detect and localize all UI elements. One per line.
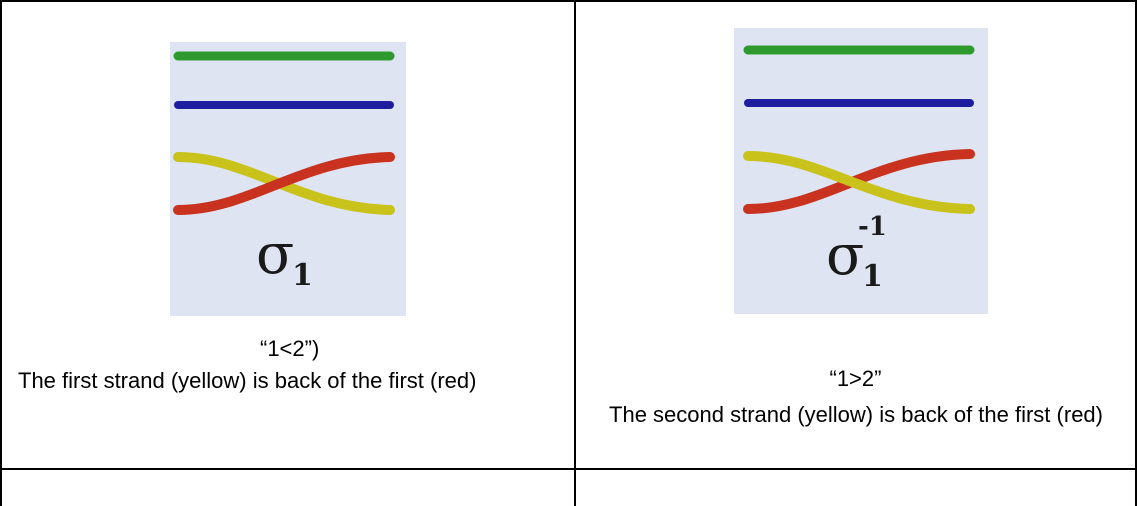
cell1-caption-body: The first strand (yellow) is back of the… <box>18 368 477 393</box>
table-column-divider <box>574 0 576 506</box>
sigma-symbol: σ <box>256 222 295 287</box>
table-row-divider <box>0 468 1137 470</box>
table-left-border <box>0 0 2 506</box>
red-strand <box>173 152 395 215</box>
cell2-caption-body: The second strand (yellow) is back of th… <box>609 402 1103 427</box>
sigma-subscript: 1 <box>862 259 883 294</box>
braid-sigma1-diagram <box>173 51 395 215</box>
braid-sigma1-inverse-panel: σ 1 -1 <box>734 28 988 314</box>
yellow-strand <box>743 151 975 214</box>
sigma1-label: σ 1 <box>256 227 313 291</box>
sigma-subscript: 1 <box>292 258 313 293</box>
sigma-superscript: -1 <box>858 212 887 242</box>
sigma1-inverse-label: σ 1 -1 <box>826 214 887 292</box>
cell2-caption-title: “1>2” <box>829 366 882 391</box>
braid-sigma1-panel: σ 1 <box>170 42 406 316</box>
braid-sigma1-inverse-diagram <box>743 45 975 214</box>
cell1-caption-title: “1<2”) <box>260 336 320 361</box>
sigma-symbol: σ <box>826 223 865 288</box>
table-top-border <box>0 0 1137 2</box>
table-right-border <box>1135 0 1137 506</box>
